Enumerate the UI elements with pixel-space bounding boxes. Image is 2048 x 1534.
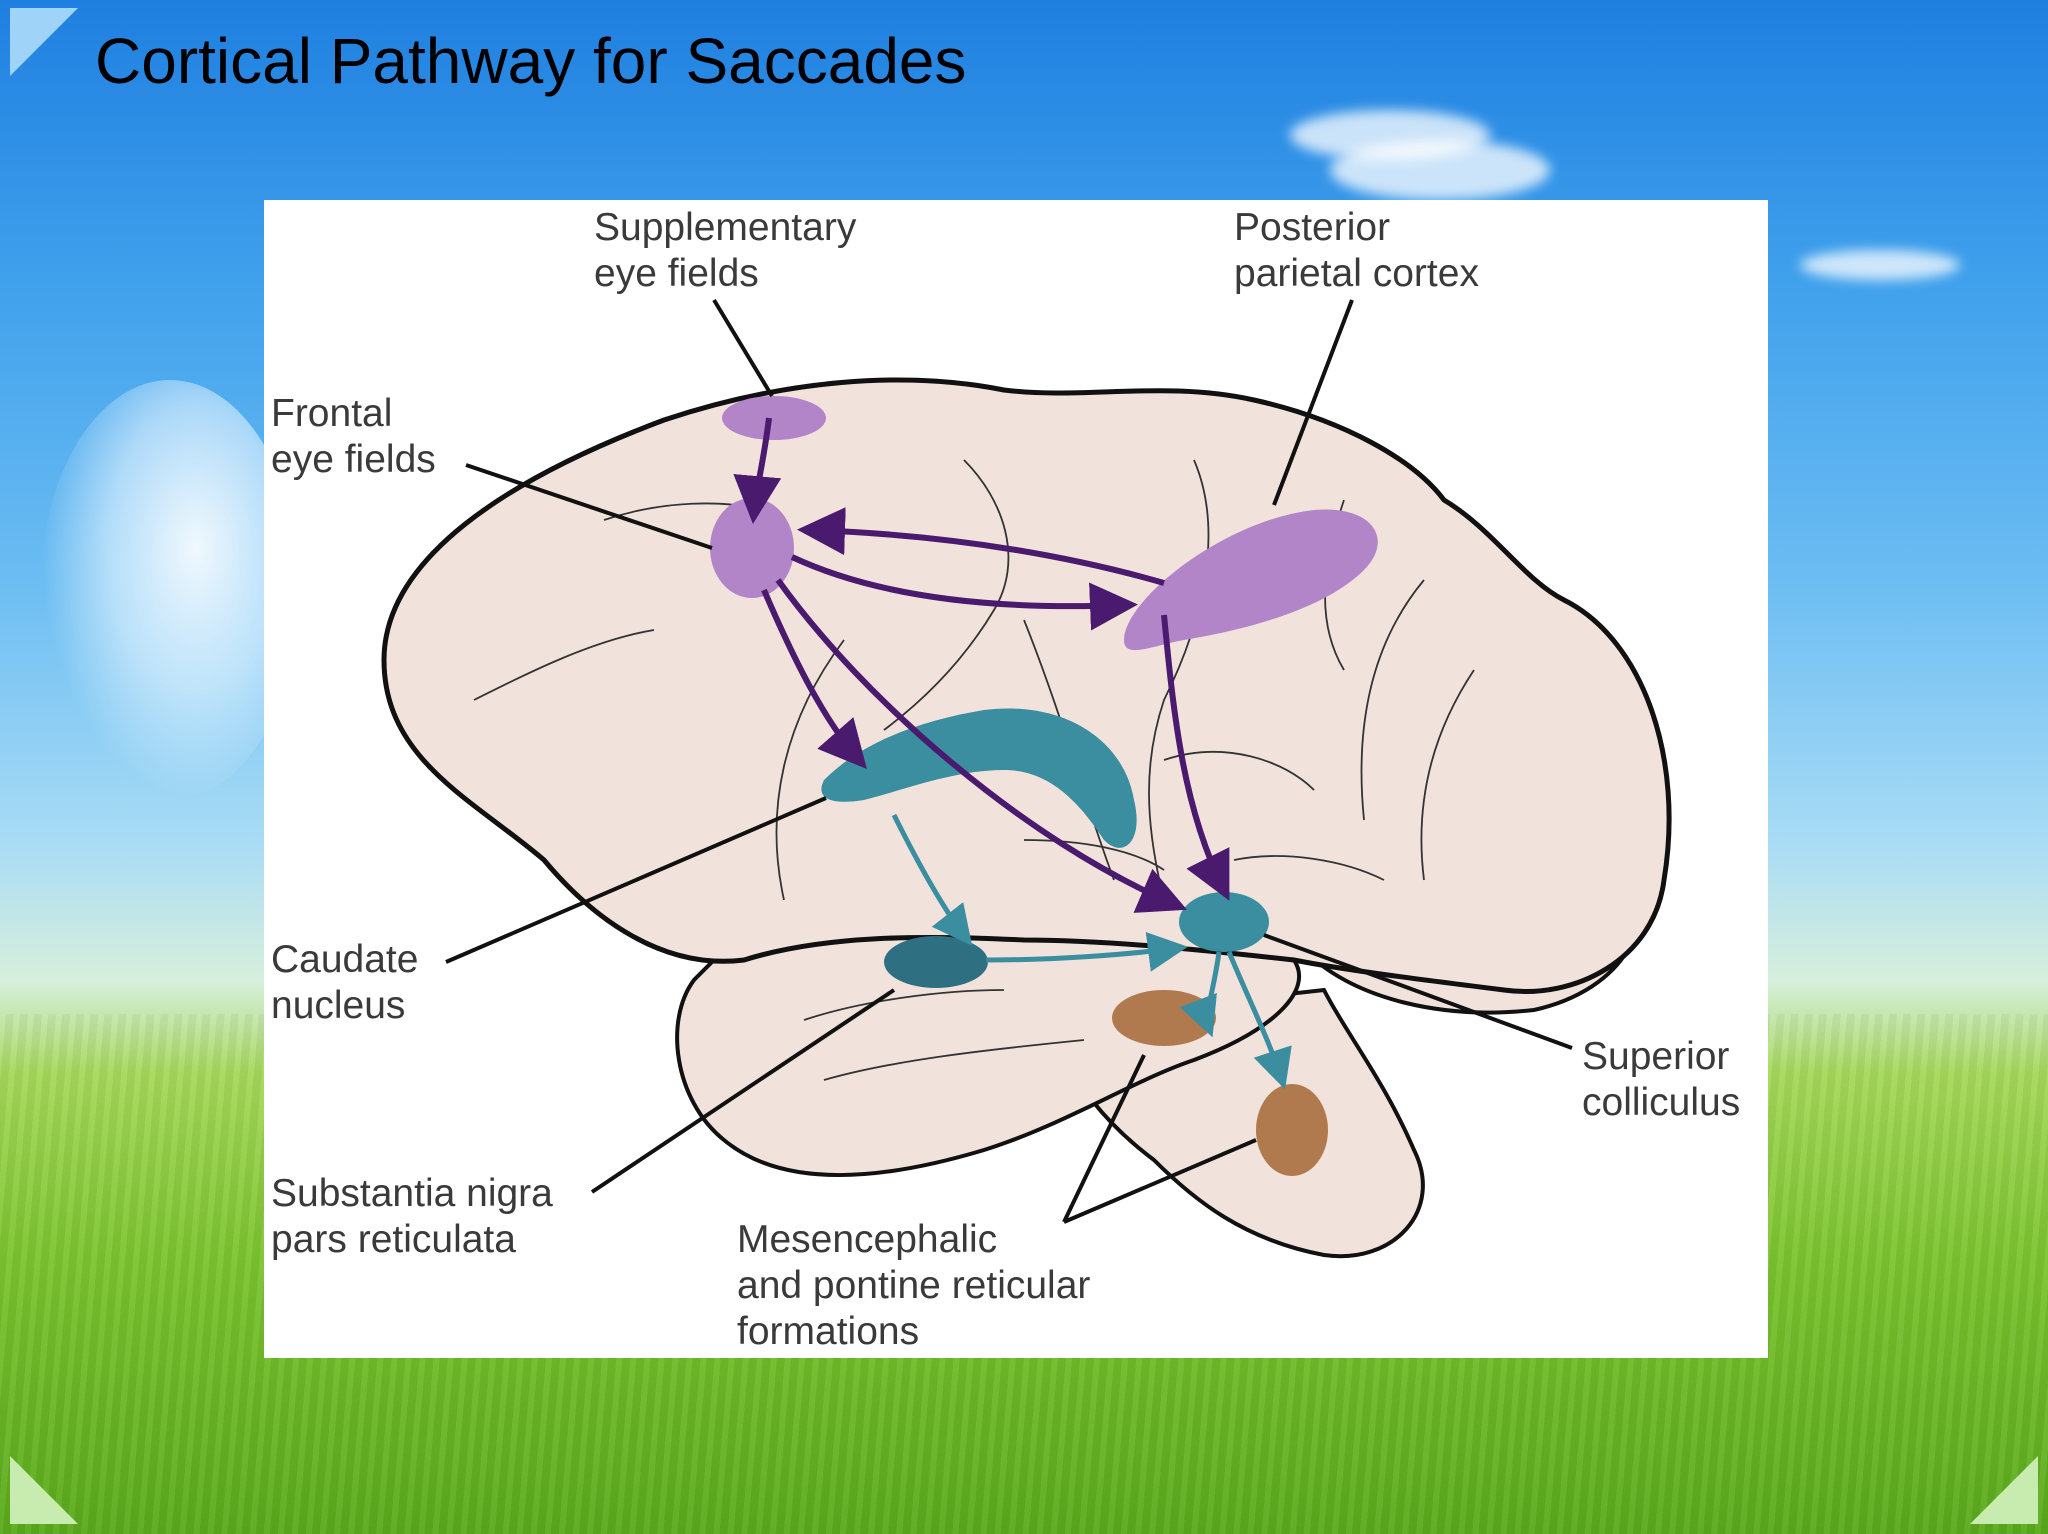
background-cloud-3: [1800, 250, 1960, 280]
arrow-sef-to-fef: [733, 417, 782, 524]
label-reticular-formations: Mesencephalic and pontine reticular form…: [737, 1217, 1090, 1355]
cortical-arrows: [733, 417, 1230, 913]
pontine-reticular-area: [1256, 1084, 1328, 1176]
corner-decoration-bottom-right: [1970, 1456, 2038, 1524]
label-leader-lines: [445, 298, 1573, 1224]
substantia-nigra-area: [884, 936, 988, 988]
leader-superior-colliculus: [1263, 933, 1573, 1050]
cerebral-hemisphere: [381, 377, 1672, 994]
arrow-caudate-to-nigra: [891, 813, 973, 946]
leader-posterior-parietal: [1272, 299, 1354, 506]
label-line: Caudate: [271, 938, 419, 981]
background-dandelion: [40, 380, 300, 800]
leader-substantia-nigra: [590, 988, 896, 1194]
background-cloud-2: [1330, 140, 1550, 200]
subcortical-arrows: [891, 813, 1292, 1090]
label-line: Superior: [1582, 1035, 1730, 1078]
caudate-nucleus-area: [821, 708, 1137, 848]
label-line: pars reticulata: [271, 1218, 516, 1261]
label-line: Frontal: [271, 392, 393, 435]
label-line: Substantia nigra: [271, 1172, 553, 1215]
arrow-ppc-to-fef: [797, 507, 1165, 586]
leader-reticular-2: [1063, 1138, 1257, 1224]
arrow-fef-to-colliculus: [775, 578, 1188, 913]
arrow-colliculus-to-pontine: [1226, 951, 1292, 1090]
label-line: and pontine reticular: [737, 1264, 1091, 1307]
label-caudate-nucleus: Caudate nucleus: [271, 937, 418, 1029]
label-line: nucleus: [271, 984, 406, 1027]
brain-diagram: Supplementary eye fields Posterior parie…: [264, 200, 1768, 1358]
label-line: eye fields: [594, 252, 759, 295]
posterior-parietal-cortex-area: [1124, 509, 1378, 651]
label-superior-colliculus: Superior colliculus: [1582, 1034, 1740, 1126]
label-supplementary-eye-fields: Supplementary eye fields: [594, 205, 856, 297]
leader-caudate: [445, 796, 827, 964]
corner-decoration-bottom-left: [10, 1456, 78, 1524]
supplementary-eye-fields-area: [722, 396, 826, 440]
corner-decoration-top-left: [10, 8, 78, 76]
label-frontal-eye-fields: Frontal eye fields: [271, 391, 436, 483]
label-line: eye fields: [271, 438, 436, 481]
superior-colliculus-area: [1179, 892, 1269, 952]
arrow-fef-to-ppc: [790, 554, 1138, 631]
arrow-colliculus-to-mesencephalic: [1179, 951, 1222, 1038]
label-line: Posterior: [1234, 206, 1391, 249]
arrow-ppc-to-colliculus: [1161, 614, 1230, 901]
arrow-fef-to-caudate: [761, 588, 867, 770]
leader-frontal: [465, 463, 713, 550]
brain-diagram-svg: [381, 298, 1672, 1259]
label-line: formations: [737, 1310, 920, 1353]
arrow-nigra-to-colliculus: [985, 932, 1188, 972]
label-posterior-parietal-cortex: Posterior parietal cortex: [1234, 205, 1479, 297]
mesencephalic-reticular-area: [1112, 990, 1216, 1046]
label-line: parietal cortex: [1234, 252, 1479, 295]
leader-reticular-1: [1062, 1054, 1146, 1223]
slide-title: Cortical Pathway for Saccades: [95, 25, 967, 97]
label-line: colliculus: [1582, 1081, 1741, 1124]
label-line: Supplementary: [594, 206, 857, 249]
brain-sulci: [473, 459, 1475, 1081]
label-line: Mesencephalic: [737, 1218, 998, 1261]
label-substantia-nigra: Substantia nigra pars reticulata: [271, 1171, 553, 1263]
leader-supplementary: [712, 298, 774, 398]
